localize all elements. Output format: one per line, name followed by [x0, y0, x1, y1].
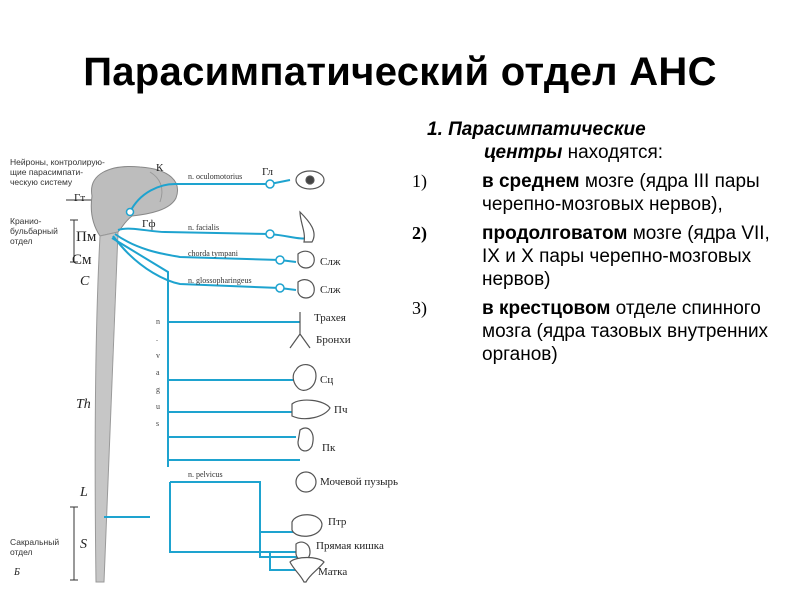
- nerve-oculomotorius: n. oculomotorius: [188, 172, 243, 181]
- figure-b: Б: [14, 567, 20, 578]
- list-item: 3) в крестцовом отделе спинного мозга (я…: [412, 297, 792, 366]
- list-item-text: в среднем мозге (ядра III пары черепно-м…: [482, 170, 792, 216]
- pm-label: Пм: [76, 229, 97, 245]
- intro-title-cont: центры: [484, 142, 563, 163]
- nerve-lines: [104, 179, 311, 571]
- segment-th: Th: [76, 397, 91, 412]
- vagus-letter: u: [156, 402, 160, 411]
- organ-uterus: Матка: [318, 566, 348, 578]
- list-item-body: отделе спинного мозга (ядра тазовых внут…: [482, 298, 769, 365]
- organ-rectum: Прямая кишка: [316, 540, 384, 552]
- vagus-letter: s: [156, 419, 160, 428]
- gland2-shape: [297, 279, 315, 299]
- list-item-bold: в среднем: [482, 171, 580, 192]
- intestine-shape: [291, 514, 323, 537]
- uterus-shape: [289, 556, 325, 583]
- ganglia: [125, 179, 285, 293]
- organ-sc: Сц: [320, 374, 334, 386]
- vagus-letter: .: [156, 334, 158, 343]
- intro-tail: находятся:: [567, 142, 664, 163]
- neurons-label: Нейроны, контролирую- щие парасимпати- ч…: [10, 157, 105, 187]
- intro-title: 1. Парасимпатические: [427, 119, 646, 140]
- organ-shapes: [289, 170, 331, 583]
- nerve-facialis: n. facialis: [188, 223, 220, 232]
- vagus-letter: g: [156, 385, 160, 394]
- vagus-letter: a: [156, 368, 160, 377]
- gt-label: Гт: [74, 192, 86, 204]
- organ-slzh1: Слж: [320, 256, 341, 268]
- heart-shape: [292, 364, 317, 391]
- brain-shape: [90, 165, 178, 237]
- k-label: К: [156, 162, 164, 174]
- nerve-glossopharingeus: n. glossopharingeus: [188, 276, 252, 285]
- intro-rest: центры находятся:: [427, 141, 792, 164]
- organ-ptr: Птр: [328, 516, 347, 528]
- trachea-shape: [289, 312, 311, 349]
- organ-bladder: Мочевой пузырь: [320, 476, 399, 488]
- cranio-label: Кранио- бульбарный отдел: [10, 216, 58, 246]
- nerve-pelvicus: n. pelvicus: [188, 470, 223, 479]
- liver-shape: [291, 399, 331, 420]
- list-item-bold: в крестцовом: [482, 298, 611, 319]
- list-item-number: 1): [412, 171, 427, 191]
- segment-c: C: [80, 274, 90, 289]
- gf-label: Гф: [142, 218, 156, 230]
- vagus-letter: n: [156, 317, 160, 326]
- content-text: 1. Парасимпатические центры находятся: 1…: [412, 118, 792, 366]
- diagram-drawing: [66, 165, 331, 583]
- organ-slzh2: Слж: [320, 284, 341, 296]
- gland1-shape: [297, 250, 315, 269]
- list-item: 1) в среднем мозге (ядра III пары черепн…: [412, 170, 792, 216]
- organ-trachea: Трахея: [314, 312, 346, 324]
- vagus-letter: v: [156, 351, 160, 360]
- list-item-bold: продолговатом: [482, 223, 628, 244]
- parasympathetic-diagram: Нейроны, контролирую- щие парасимпати- ч…: [0, 112, 405, 600]
- sacral-label: Сакральный отдел: [10, 537, 60, 557]
- list-item-number: 3): [412, 298, 427, 318]
- organ-pch: Пч: [334, 404, 348, 416]
- bladder-shape: [295, 471, 317, 493]
- list-item-text: в крестцовом отделе спинного мозга (ядра…: [482, 297, 792, 366]
- list-item: 2) продолговатом мозге (ядра VII, IX и X…: [412, 222, 792, 291]
- kidney-shape: [297, 427, 314, 452]
- sm-label: См: [72, 252, 92, 268]
- organ-pk: Пк: [322, 442, 336, 454]
- nerve-chorda: chorda tympani: [188, 249, 238, 258]
- nose-shape: [299, 210, 315, 243]
- list-item-text: продолговатом мозге (ядра VII, IX и X па…: [482, 222, 792, 291]
- list-item-number: 2): [412, 223, 427, 243]
- list-item-body: мозге (ядра III пары черепно-мозговых не…: [482, 171, 760, 215]
- intro-heading: 1. Парасимпатические центры находятся:: [412, 118, 792, 164]
- spinal-cord: [94, 231, 119, 583]
- segment-l: L: [80, 485, 88, 500]
- list-item-body: мозге (ядра VII, IX и X пары черепно-моз…: [482, 223, 770, 290]
- organ-bronchi: Бронхи: [316, 334, 351, 346]
- organ-gl: Гл: [262, 166, 274, 178]
- segment-s: S: [80, 537, 87, 552]
- slide-title: Парасимпатический отдел АНС: [83, 50, 717, 94]
